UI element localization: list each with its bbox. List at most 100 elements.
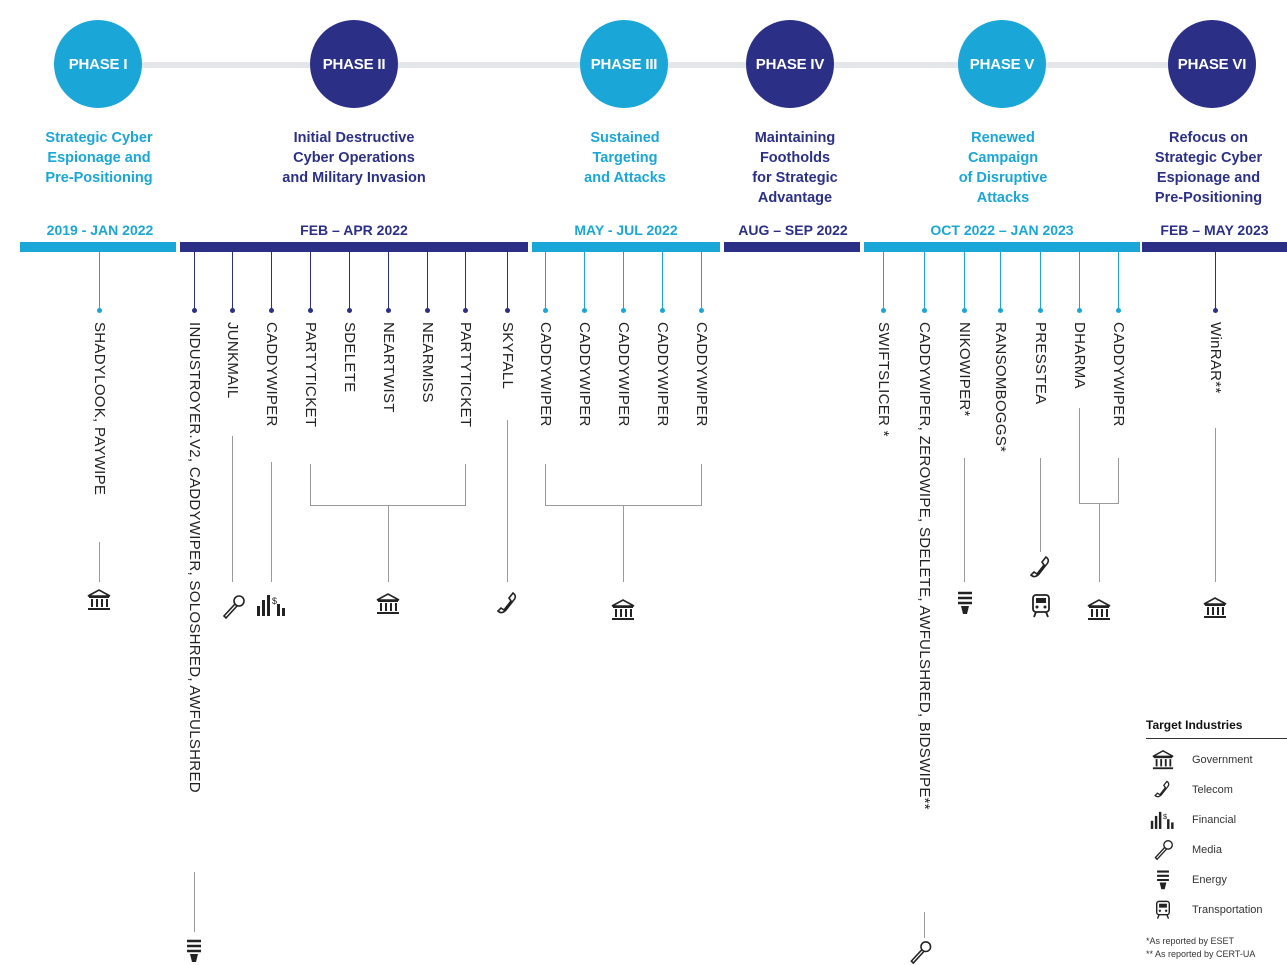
legend-item: Telecom: [1146, 775, 1287, 805]
tick-dot: [1038, 308, 1043, 313]
timeline-tick: [465, 252, 466, 312]
phase-1-date: 2019 - JAN 2022: [46, 222, 154, 238]
legend-label: Telecom: [1192, 784, 1233, 796]
connector-line: [1079, 408, 1080, 504]
timeline-tick: [1079, 252, 1080, 312]
malware-label: DHARMA: [1071, 322, 1088, 389]
tick-dot: [1116, 308, 1121, 313]
media-icon: [910, 941, 932, 965]
financial-icon: $: [1150, 811, 1174, 829]
connector-line: [1099, 503, 1100, 582]
telecom-icon: [1029, 555, 1050, 578]
tick-dot: [505, 308, 510, 313]
government-icon: [611, 599, 635, 620]
malware-label: PRESSTEA: [1032, 322, 1049, 405]
phase-connector: [1046, 62, 1168, 68]
legend-item: Transportation: [1146, 895, 1287, 925]
tick-dot: [660, 308, 665, 313]
svg-text:$: $: [272, 596, 277, 606]
government-icon: [1152, 749, 1174, 770]
tick-dot: [1077, 308, 1082, 313]
malware-label: PARTYTICKET: [457, 322, 474, 428]
timeline-tick: [924, 252, 925, 312]
government-icon: [376, 593, 400, 614]
phase-6-date: FEB – MAY 2023: [1160, 222, 1269, 238]
connector-line: [1040, 458, 1041, 552]
timeline-tick: [883, 252, 884, 312]
legend-label: Energy: [1192, 874, 1227, 886]
malware-label: CADDYWIPER: [576, 322, 593, 427]
connector-line: [964, 458, 965, 582]
timeline-tick: [1215, 252, 1216, 312]
legend-title: Target Industries: [1146, 718, 1287, 739]
timeline-tick: [545, 252, 546, 312]
connector-line: [99, 542, 100, 582]
malware-label: PARTYTICKET: [302, 322, 319, 428]
footnote-cert-ua: ** As reported by CERT-UA: [1146, 949, 1256, 959]
timeline-tick: [584, 252, 585, 312]
tick-dot: [922, 308, 927, 313]
tick-dot: [1213, 308, 1218, 313]
legend-label: Media: [1192, 844, 1222, 856]
malware-label: SKYFALL: [499, 322, 516, 390]
phase-2-date: FEB – APR 2022: [300, 222, 408, 238]
financial-icon: $: [257, 595, 285, 616]
malware-label: JUNKMAIL: [224, 322, 241, 399]
phase-5-circle: PHASE V: [958, 20, 1046, 108]
timeline-tick: [964, 252, 965, 312]
malware-label: INDUSTROYER.V2, CADDYWIPER, SOLOSHRED, A…: [186, 322, 203, 793]
phase-6-bar: [1142, 242, 1287, 252]
connector-line: [310, 464, 311, 506]
telecom-icon: [1154, 780, 1170, 798]
malware-label: SWIFTSLICER *: [875, 322, 892, 437]
tick-dot: [269, 308, 274, 313]
timeline-tick: [623, 252, 624, 312]
tick-dot: [308, 308, 313, 313]
tick-dot: [962, 308, 967, 313]
transportation-icon: [1032, 594, 1050, 618]
timeline-tick: [388, 252, 389, 312]
timeline-tick: [701, 252, 702, 312]
connector-line: [271, 462, 272, 582]
tick-dot: [998, 308, 1003, 313]
malware-label: CADDYWIPER: [263, 322, 280, 427]
malware-label: CADDYWIPER: [537, 322, 554, 427]
tick-dot: [881, 308, 886, 313]
media-icon: [222, 595, 245, 620]
timeline-tick: [232, 252, 233, 312]
timeline-tick: [662, 252, 663, 312]
phase-connector: [140, 62, 310, 68]
connector-line: [232, 436, 233, 582]
legend-item: Government: [1146, 745, 1287, 775]
connector-line: [1118, 458, 1119, 504]
phase-3-date: MAY - JUL 2022: [574, 222, 678, 238]
malware-label: RANSOMBOGGS*: [992, 322, 1009, 453]
phase-2-circle: PHASE II: [310, 20, 398, 108]
timeline-tick: [99, 252, 100, 312]
tick-dot: [386, 308, 391, 313]
phase-4-bar: [724, 242, 860, 252]
tick-dot: [425, 308, 430, 313]
connector-line: [465, 464, 466, 506]
energy-icon: [958, 591, 972, 614]
phase-4-date: AUG – SEP 2022: [738, 222, 848, 238]
connector-line: [388, 505, 389, 582]
connector-line: [924, 912, 925, 938]
energy-icon: [187, 939, 201, 962]
timeline-tick: [349, 252, 350, 312]
legend-label: Financial: [1192, 814, 1237, 826]
timeline-tick: [427, 252, 428, 312]
malware-label: WinRAR**: [1207, 322, 1224, 394]
malware-label: CADDYWIPER: [1110, 322, 1127, 427]
media-icon: [1154, 840, 1173, 861]
connector-line: [701, 464, 702, 506]
tick-dot: [463, 308, 468, 313]
svg-text:$: $: [1163, 812, 1167, 821]
phase-3-bar: [532, 242, 720, 252]
phase-1-bar: [20, 242, 176, 252]
malware-label: CADDYWIPER: [693, 322, 710, 427]
